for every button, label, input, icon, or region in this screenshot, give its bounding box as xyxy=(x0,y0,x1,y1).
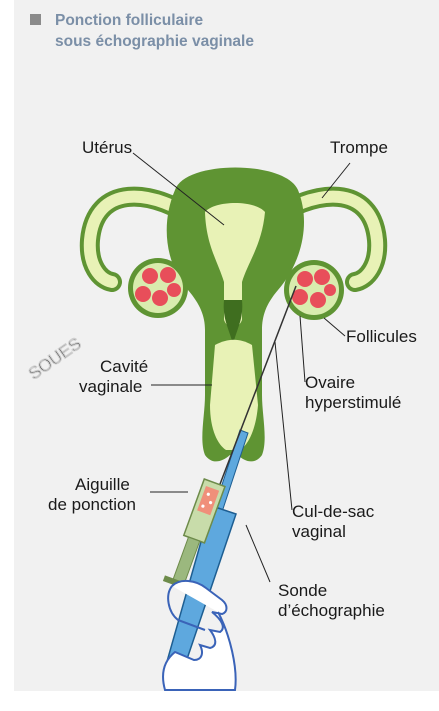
ultrasound-probe xyxy=(166,430,248,670)
label-ovaire-line2: hyperstimulé xyxy=(305,393,401,412)
label-uterus: Utérus xyxy=(82,138,132,157)
label-aiguille-line1: Aiguille xyxy=(75,475,130,494)
uterus xyxy=(167,168,304,462)
label-culdesac-line2: vaginal xyxy=(292,522,346,541)
label-cavite-line1: Cavité xyxy=(100,357,148,376)
label-follicules: Follicules xyxy=(346,327,417,346)
label-cavite-line2: vaginale xyxy=(79,377,142,396)
label-sonde-line2: d’échographie xyxy=(278,601,385,620)
label-sonde-line1: Sonde xyxy=(278,581,327,600)
label-aiguille-line2: de ponction xyxy=(48,495,136,514)
right-ovary xyxy=(284,260,344,320)
label-culdesac-line1: Cul-de-sac xyxy=(292,502,375,521)
label-trompe: Trompe xyxy=(330,138,388,157)
label-ovaire-line1: Ovaire xyxy=(305,373,355,392)
left-ovary xyxy=(128,258,188,318)
